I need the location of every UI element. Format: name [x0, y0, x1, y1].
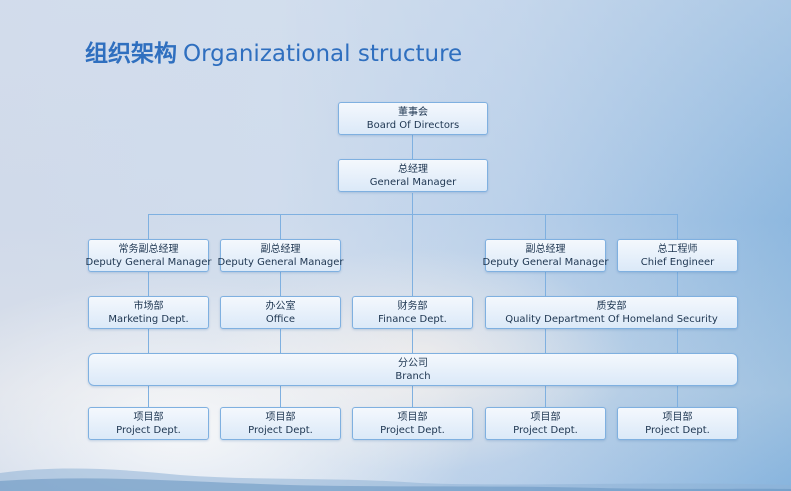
node-label-en: Office	[265, 313, 296, 325]
connector-col1-a	[148, 214, 149, 239]
node-label-zh: 副总经理	[260, 243, 301, 255]
connector-board-gm	[412, 135, 413, 160]
node-quality-dept: 质安部 Quality Department Of Homeland Secur…	[485, 296, 738, 329]
connector-col4-c	[545, 329, 546, 353]
node-executive-deputy-gm: 常务副总经理 Deputy General Manager	[85, 239, 212, 272]
connector-col5-c	[677, 329, 678, 353]
node-label-en: General Manager	[369, 176, 457, 188]
node-project-dept: 项目部 Project Dept.	[617, 407, 738, 440]
node-label-zh: 项目部	[530, 411, 561, 423]
node-label-zh: 项目部	[133, 411, 164, 423]
node-label-en: Deputy General Manager	[217, 256, 344, 268]
node-label-zh: 财务部	[397, 300, 428, 312]
connector-col5-d	[677, 386, 678, 407]
node-label-zh: 常务副总经理	[118, 243, 179, 255]
node-label-en: Board Of Directors	[366, 119, 460, 131]
node-label-zh: 副总经理	[525, 243, 566, 255]
connector-col5-a	[677, 214, 678, 239]
node-label-zh: 项目部	[662, 411, 693, 423]
connector-col4-b	[545, 272, 546, 296]
connector-col2-b	[280, 272, 281, 296]
node-project-dept: 项目部 Project Dept.	[88, 407, 209, 440]
node-label-en: Deputy General Manager	[85, 256, 212, 268]
connector-col2-a	[280, 214, 281, 239]
node-label-zh: 市场部	[133, 300, 164, 312]
node-board-of-directors: 董事会 Board Of Directors	[338, 102, 488, 135]
node-label-zh: 办公室	[265, 300, 296, 312]
title-english: Organizational structure	[183, 41, 463, 67]
mountain-silhouette	[0, 468, 791, 491]
node-project-dept: 项目部 Project Dept.	[220, 407, 341, 440]
connector-col3-a	[412, 214, 413, 296]
node-label-en: Project Dept.	[116, 424, 181, 436]
node-label-en: Chief Engineer	[640, 256, 715, 268]
title-chinese: 组织架构	[85, 41, 177, 67]
connector-col1-b	[148, 272, 149, 296]
node-chief-engineer: 总工程师 Chief Engineer	[617, 239, 738, 272]
connector-col4-a	[545, 214, 546, 239]
node-label-zh: 项目部	[397, 411, 428, 423]
node-finance-dept: 财务部 Finance Dept.	[352, 296, 473, 329]
node-label-en: Deputy General Manager	[482, 256, 609, 268]
node-branch: 分公司 Branch	[88, 353, 738, 386]
connector-col1-c	[148, 329, 149, 353]
node-label-en: Quality Department Of Homeland Security	[505, 313, 718, 325]
node-label-en: Branch	[395, 370, 431, 382]
connector-col3-c	[412, 329, 413, 353]
connector-col2-d	[280, 386, 281, 407]
connector-horizontal-bus	[148, 214, 678, 215]
connector-col1-d	[148, 386, 149, 407]
node-label-en: Project Dept.	[248, 424, 313, 436]
connector-col3-d	[412, 386, 413, 407]
node-label-en: Project Dept.	[380, 424, 445, 436]
node-general-manager: 总经理 General Manager	[338, 159, 488, 192]
node-label-zh: 董事会	[398, 106, 428, 118]
node-marketing-dept: 市场部 Marketing Dept.	[88, 296, 209, 329]
node-label-zh: 总工程师	[657, 243, 698, 255]
node-label-zh: 分公司	[398, 357, 428, 369]
node-label-en: Project Dept.	[645, 424, 710, 436]
node-label-en: Project Dept.	[513, 424, 578, 436]
node-label-zh: 项目部	[265, 411, 296, 423]
connector-gm-bus	[412, 193, 413, 214]
connector-col2-c	[280, 329, 281, 353]
node-label-zh: 总经理	[398, 163, 428, 175]
node-deputy-gm-1: 副总经理 Deputy General Manager	[217, 239, 344, 272]
node-project-dept: 项目部 Project Dept.	[485, 407, 606, 440]
node-label-en: Marketing Dept.	[108, 313, 189, 325]
connector-col5-b	[677, 272, 678, 296]
node-office: 办公室 Office	[220, 296, 341, 329]
node-project-dept: 项目部 Project Dept.	[352, 407, 473, 440]
node-deputy-gm-2: 副总经理 Deputy General Manager	[482, 239, 609, 272]
node-label-zh: 质安部	[596, 300, 627, 312]
connector-col4-d	[545, 386, 546, 407]
node-label-en: Finance Dept.	[378, 313, 447, 325]
